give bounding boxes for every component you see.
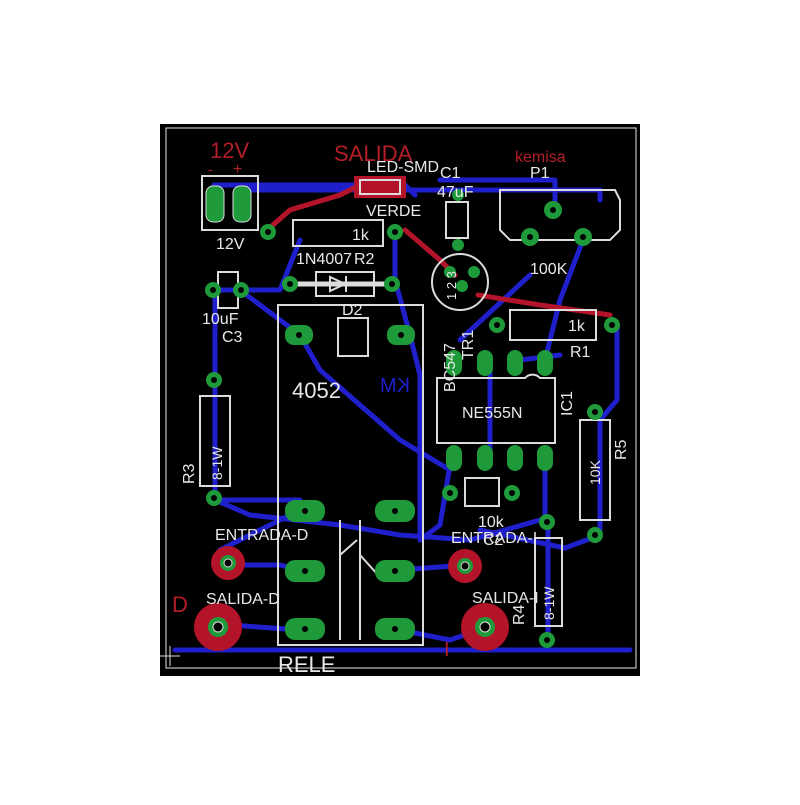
label-ic-part: NE555N xyxy=(462,405,522,422)
pads xyxy=(205,185,620,648)
label-r4-value: 8-1W xyxy=(541,586,557,620)
label-c2: C2 xyxy=(483,532,504,549)
label-verde: VERDE xyxy=(366,203,421,220)
led-smd-pad xyxy=(354,176,406,198)
label-transistor-pins: 1 2 3 xyxy=(444,271,459,300)
label-km-mirrored: KM xyxy=(380,375,410,397)
label-salida-d: SALIDA-D xyxy=(206,591,280,608)
label-led-smd: LED-SMD xyxy=(367,159,439,176)
label-bc547: BC547 xyxy=(442,343,459,392)
label-r3: R3 xyxy=(181,463,198,484)
label-r5-value: 10K xyxy=(587,459,603,485)
board-outline xyxy=(165,127,637,669)
label-d-mark: D xyxy=(172,592,188,617)
label-minus: - xyxy=(208,161,213,177)
label-kemisa: kemisa xyxy=(515,149,566,166)
label-salida-top: SALIDA xyxy=(334,141,413,166)
label-entrada-i: ENTRADA-I xyxy=(451,530,537,547)
label-r4: R4 xyxy=(511,604,528,625)
label-r1: R1 xyxy=(570,344,591,361)
label-tr1: TR1 xyxy=(460,330,477,360)
label-d2: D2 xyxy=(342,302,363,319)
label-p1: P1 xyxy=(530,165,550,182)
label-i-mark: I xyxy=(444,639,450,661)
label-r2: R2 xyxy=(354,251,375,268)
label-relay-model: 4052 xyxy=(292,378,341,403)
terminal-pads xyxy=(194,546,509,651)
label-p1-value: 100K xyxy=(530,261,568,278)
label-12v-top: 12V xyxy=(210,138,249,163)
label-c1-value: 47uF xyxy=(437,184,474,201)
label-r2-value: 1k xyxy=(352,227,370,244)
label-plus: + xyxy=(233,161,242,178)
label-c1: C1 xyxy=(440,165,461,182)
label-diode-part: 1N4007 xyxy=(296,251,352,268)
label-entrada-d: ENTRADA-D xyxy=(215,527,308,544)
label-r3-value: 8-1W xyxy=(209,446,225,480)
label-rele: RELE xyxy=(278,652,335,677)
label-c3: C3 xyxy=(222,329,243,346)
label-12v-connector: 12V xyxy=(216,236,245,253)
label-c3-value: 10uF xyxy=(202,311,239,328)
label-salida-i: SALIDA-I xyxy=(472,590,539,607)
label-r5: R5 xyxy=(613,439,630,460)
labels: 12V - + SALIDA kemisa LED-SMD C1 47uF VE… xyxy=(172,138,630,677)
label-ic1: IC1 xyxy=(559,391,576,416)
label-c2-value: 10k xyxy=(478,514,505,531)
label-r1-value: 1k xyxy=(568,318,586,335)
origin-crosshair xyxy=(160,646,180,666)
